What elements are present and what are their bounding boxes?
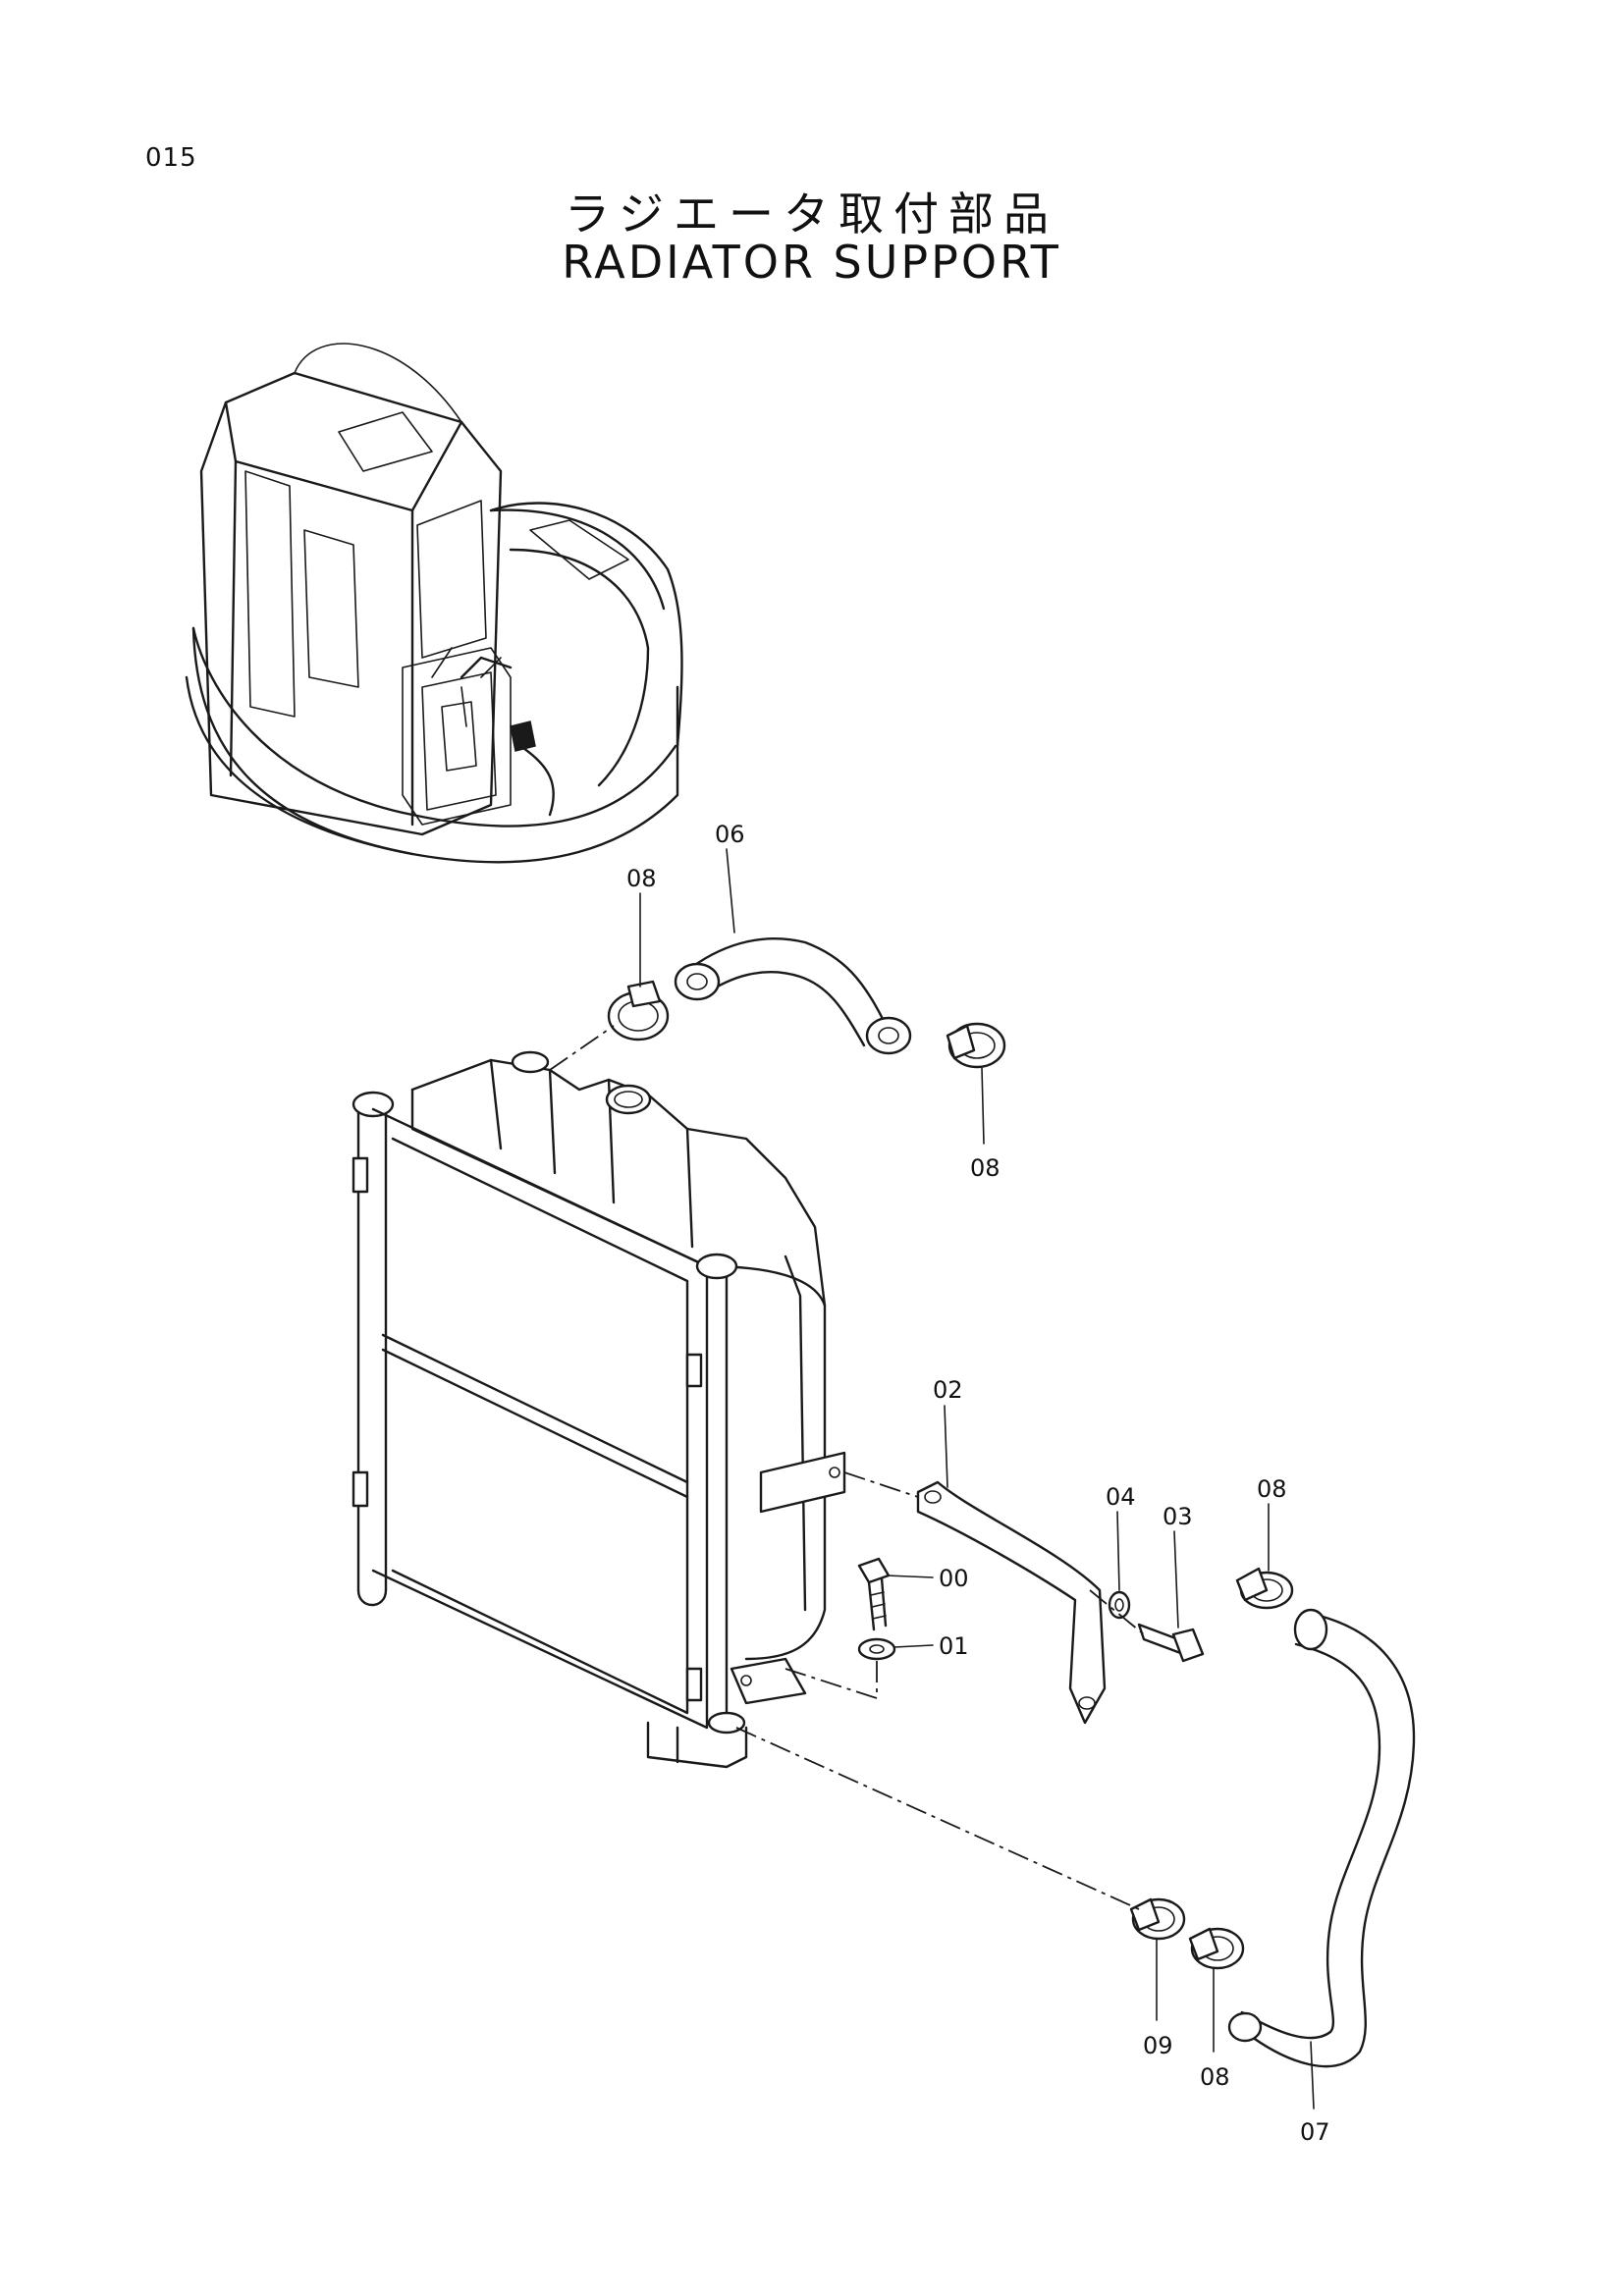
radiator-assembly-illustration — [352, 1050, 846, 1769]
callout-label-06: 06 — [715, 821, 745, 848]
callout-02: 02 — [933, 1376, 963, 1488]
callout-label-08-right: 08 — [1257, 1475, 1287, 1503]
washer-04 — [1108, 1590, 1131, 1620]
hose-clamp-upper-left — [607, 980, 670, 1041]
hose-clamp-bottom-08 — [1188, 1927, 1245, 1970]
hose-clamp-bottom-09 — [1129, 1897, 1186, 1941]
page-number: 015 — [145, 143, 197, 173]
callout-label-08-bottom: 08 — [1200, 2063, 1230, 2091]
callout-07: 07 — [1300, 2041, 1330, 2146]
callout-09: 09 — [1143, 1938, 1173, 2059]
leader-bolt-to-bracket — [784, 1661, 878, 1700]
callout-08-top-right: 08 — [970, 1067, 1001, 1182]
callout-08-top-left: 08 — [626, 865, 657, 988]
callout-08-right: 08 — [1257, 1475, 1287, 1572]
lower-hose-07 — [1227, 1608, 1416, 2068]
callout-06: 06 — [715, 821, 745, 934]
title-english: RADIATOR SUPPORT — [562, 236, 1061, 289]
bolt-03 — [1137, 1623, 1205, 1663]
callout-label-08-top-left: 08 — [626, 865, 657, 892]
callout-label-07: 07 — [1300, 2118, 1330, 2146]
callout-label-02: 02 — [933, 1376, 963, 1404]
callout-00: 00 — [886, 1565, 969, 1592]
leader-upper-hose — [549, 1025, 615, 1071]
callout-label-08-top-right: 08 — [970, 1154, 1001, 1182]
hose-clamp-right-08 — [1235, 1567, 1294, 1610]
callout-08-bottom: 08 — [1200, 1967, 1230, 2091]
stay-rod-02 — [843, 1471, 1107, 1725]
bolt-00 — [857, 1557, 891, 1631]
callout-label-00: 00 — [939, 1565, 969, 1592]
title-japanese: ラジエータ取付部品 — [564, 187, 1059, 240]
washer-01 — [857, 1637, 896, 1661]
leader-stay-bolt — [1089, 1589, 1145, 1635]
callout-label-03: 03 — [1163, 1503, 1193, 1530]
leader-lower-hose — [735, 1727, 1140, 1910]
callout-01: 01 — [893, 1632, 969, 1660]
callout-label-04: 04 — [1106, 1483, 1136, 1511]
callout-04: 04 — [1106, 1483, 1136, 1591]
callout-03: 03 — [1163, 1503, 1193, 1629]
callout-label-09: 09 — [1143, 2032, 1173, 2059]
upper-hose-06 — [674, 936, 912, 1055]
hose-clamp-upper-right — [946, 1022, 1006, 1069]
callout-label-01: 01 — [939, 1632, 969, 1660]
excavator-overview-illustration — [185, 343, 683, 864]
